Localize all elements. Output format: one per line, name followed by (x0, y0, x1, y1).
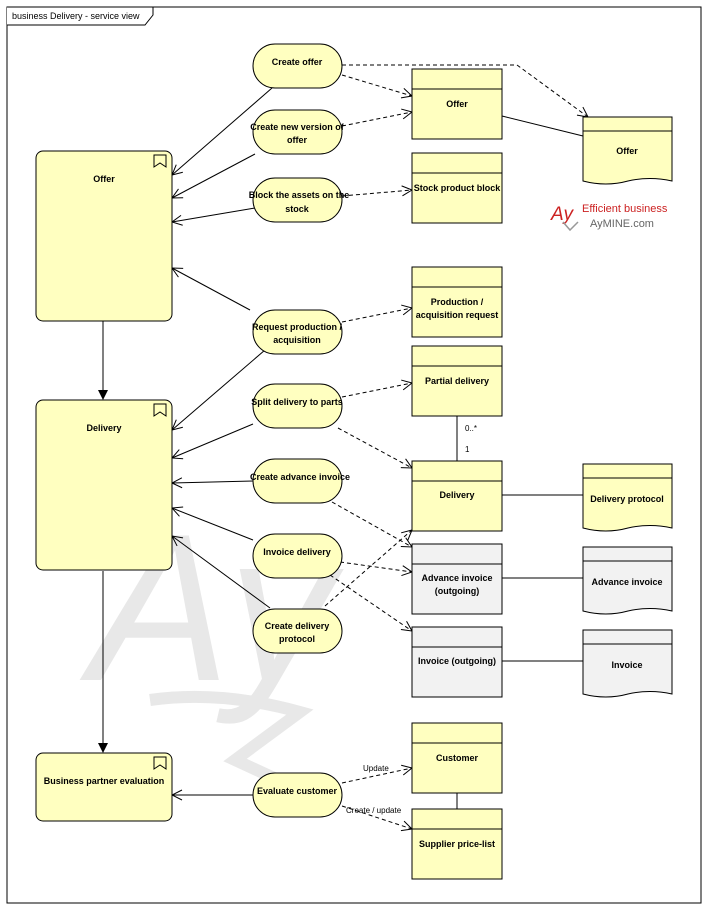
logo-line2: AyMINE.com (590, 218, 654, 230)
object-stock-product-block[interactable]: Stock product block (411, 152, 503, 224)
logo-mark: Ay (550, 204, 575, 225)
svg-text:offer: offer (287, 135, 307, 145)
process-business-partner-evaluation[interactable]: Business partner evaluation (35, 752, 173, 822)
access-split-to-partial (341, 383, 412, 398)
svg-text:Block the assets on the: Block the assets on the (249, 190, 350, 200)
svg-text:Delivery protocol: Delivery protocol (590, 494, 664, 504)
service-invoice-delivery[interactable]: Invoice delivery (252, 533, 343, 579)
svg-text:Create new version of: Create new version of (250, 122, 345, 132)
label-multiplicity-one: 1 (465, 445, 470, 454)
process-icon (153, 154, 167, 168)
serving-split-to-delivery (172, 423, 254, 458)
svg-text:Delivery: Delivery (439, 490, 474, 500)
serving-create-offer-to-offer (172, 87, 273, 175)
representation-advance-invoice[interactable]: Advance invoice (582, 546, 673, 615)
object-advance-invoice[interactable]: Advance invoice (outgoing) (411, 543, 503, 615)
svg-text:Create advance invoice: Create advance invoice (250, 472, 350, 482)
serving-protocol-to-delivery (172, 536, 271, 609)
svg-text:Offer: Offer (446, 99, 468, 109)
service-create-new-version[interactable]: Create new version of offer (250, 109, 345, 155)
svg-text:acquisition: acquisition (273, 335, 321, 345)
svg-text:Customer: Customer (436, 753, 479, 763)
process-offer-label: Offer (93, 174, 115, 184)
process-evaluation-label: Business partner evaluation (44, 776, 165, 786)
access-evaluate-to-pricelist (341, 805, 412, 829)
service-split-delivery[interactable]: Split delivery to parts (251, 383, 343, 429)
process-delivery-label: Delivery (86, 423, 121, 433)
serving-advance-invoice-to-delivery (172, 481, 254, 483)
representation-delivery-protocol[interactable]: Delivery protocol (582, 463, 673, 532)
process-offer[interactable]: Offer (35, 150, 173, 322)
edge-labels: 0..* 1 Update Create / update (346, 424, 477, 815)
svg-text:Request production /: Request production / (252, 322, 342, 332)
svg-text:Invoice (outgoing): Invoice (outgoing) (418, 656, 496, 666)
svg-text:(outgoing): (outgoing) (435, 586, 479, 596)
serving-block-assets-to-offer (172, 207, 256, 222)
svg-text:Split delivery to parts: Split delivery to parts (251, 397, 343, 407)
access-advance-to-advance-obj (331, 501, 412, 547)
service-create-delivery-protocol[interactable]: Create delivery protocol (252, 608, 343, 654)
svg-text:Supplier price-list: Supplier price-list (419, 839, 495, 849)
svg-text:Advance invoice: Advance invoice (591, 577, 662, 587)
logo-line1: Efficient business (582, 203, 668, 215)
service-create-advance-invoice[interactable]: Create advance invoice (250, 458, 350, 504)
svg-text:Production /: Production / (431, 297, 484, 307)
representation-offer[interactable]: Offer (582, 116, 673, 185)
label-update: Update (363, 764, 389, 773)
object-supplier-price-list[interactable]: Supplier price-list (411, 808, 503, 880)
access-create-offer-to-offer-obj (341, 74, 412, 96)
assoc-offer-obj-to-offer-doc (501, 115, 584, 137)
connectors (98, 64, 588, 829)
label-multiplicity-many: 0..* (465, 424, 477, 433)
object-production-request[interactable]: Production / acquisition request (411, 266, 503, 338)
service-evaluate-customer[interactable]: Evaluate customer (252, 772, 343, 818)
serving-invoice-delivery-to-delivery (172, 508, 254, 541)
access-invoice-to-advance-obj (339, 561, 412, 572)
access-block-to-stock (341, 190, 412, 197)
svg-text:Create offer: Create offer (272, 57, 323, 67)
label-create-update: Create / update (346, 806, 402, 815)
service-block-assets[interactable]: Block the assets on the stock (249, 177, 350, 223)
object-customer[interactable]: Customer (411, 722, 503, 794)
representation-invoice[interactable]: Invoice (582, 629, 673, 698)
serving-new-version-to-offer (172, 153, 256, 198)
service-request-production[interactable]: Request production / acquisition (252, 309, 343, 355)
access-new-version-to-offer-obj (341, 112, 412, 127)
frame-title: business Delivery - service view (12, 11, 140, 21)
access-invoice-to-invoice-obj (329, 574, 412, 631)
process-icon (153, 403, 167, 417)
access-request-to-production (341, 308, 412, 323)
svg-text:Stock product block: Stock product block (414, 183, 502, 193)
object-offer[interactable]: Offer (411, 68, 503, 140)
access-evaluate-to-customer (341, 768, 412, 784)
svg-text:stock: stock (285, 204, 310, 214)
svg-text:Advance invoice: Advance invoice (421, 573, 492, 583)
access-create-offer-to-offer-doc (342, 64, 588, 117)
process-icon (153, 756, 167, 770)
svg-text:Invoice: Invoice (611, 660, 642, 670)
diagram-frame: business Delivery - service view (6, 6, 702, 904)
svg-text:Invoice delivery: Invoice delivery (263, 547, 331, 557)
svg-text:acquisition request: acquisition request (416, 310, 499, 320)
svg-text:Offer: Offer (616, 146, 638, 156)
serving-request-production-to-offer (172, 268, 251, 311)
object-partial-delivery[interactable]: Partial delivery (411, 345, 503, 417)
object-invoice[interactable]: Invoice (outgoing) (411, 626, 503, 698)
access-protocol-to-delivery (324, 530, 412, 607)
logo: Ay Efficient business AyMINE.com (550, 203, 668, 232)
access-split-to-delivery (337, 427, 412, 468)
svg-text:protocol: protocol (279, 634, 315, 644)
svg-text:Partial delivery: Partial delivery (425, 376, 489, 386)
svg-text:Create delivery: Create delivery (265, 621, 330, 631)
service-create-offer[interactable]: Create offer (252, 43, 343, 89)
svg-text:Evaluate customer: Evaluate customer (257, 786, 338, 796)
serving-request-production-to-delivery (172, 349, 266, 430)
object-delivery[interactable]: Delivery (411, 460, 503, 532)
process-delivery[interactable]: Delivery (35, 399, 173, 571)
